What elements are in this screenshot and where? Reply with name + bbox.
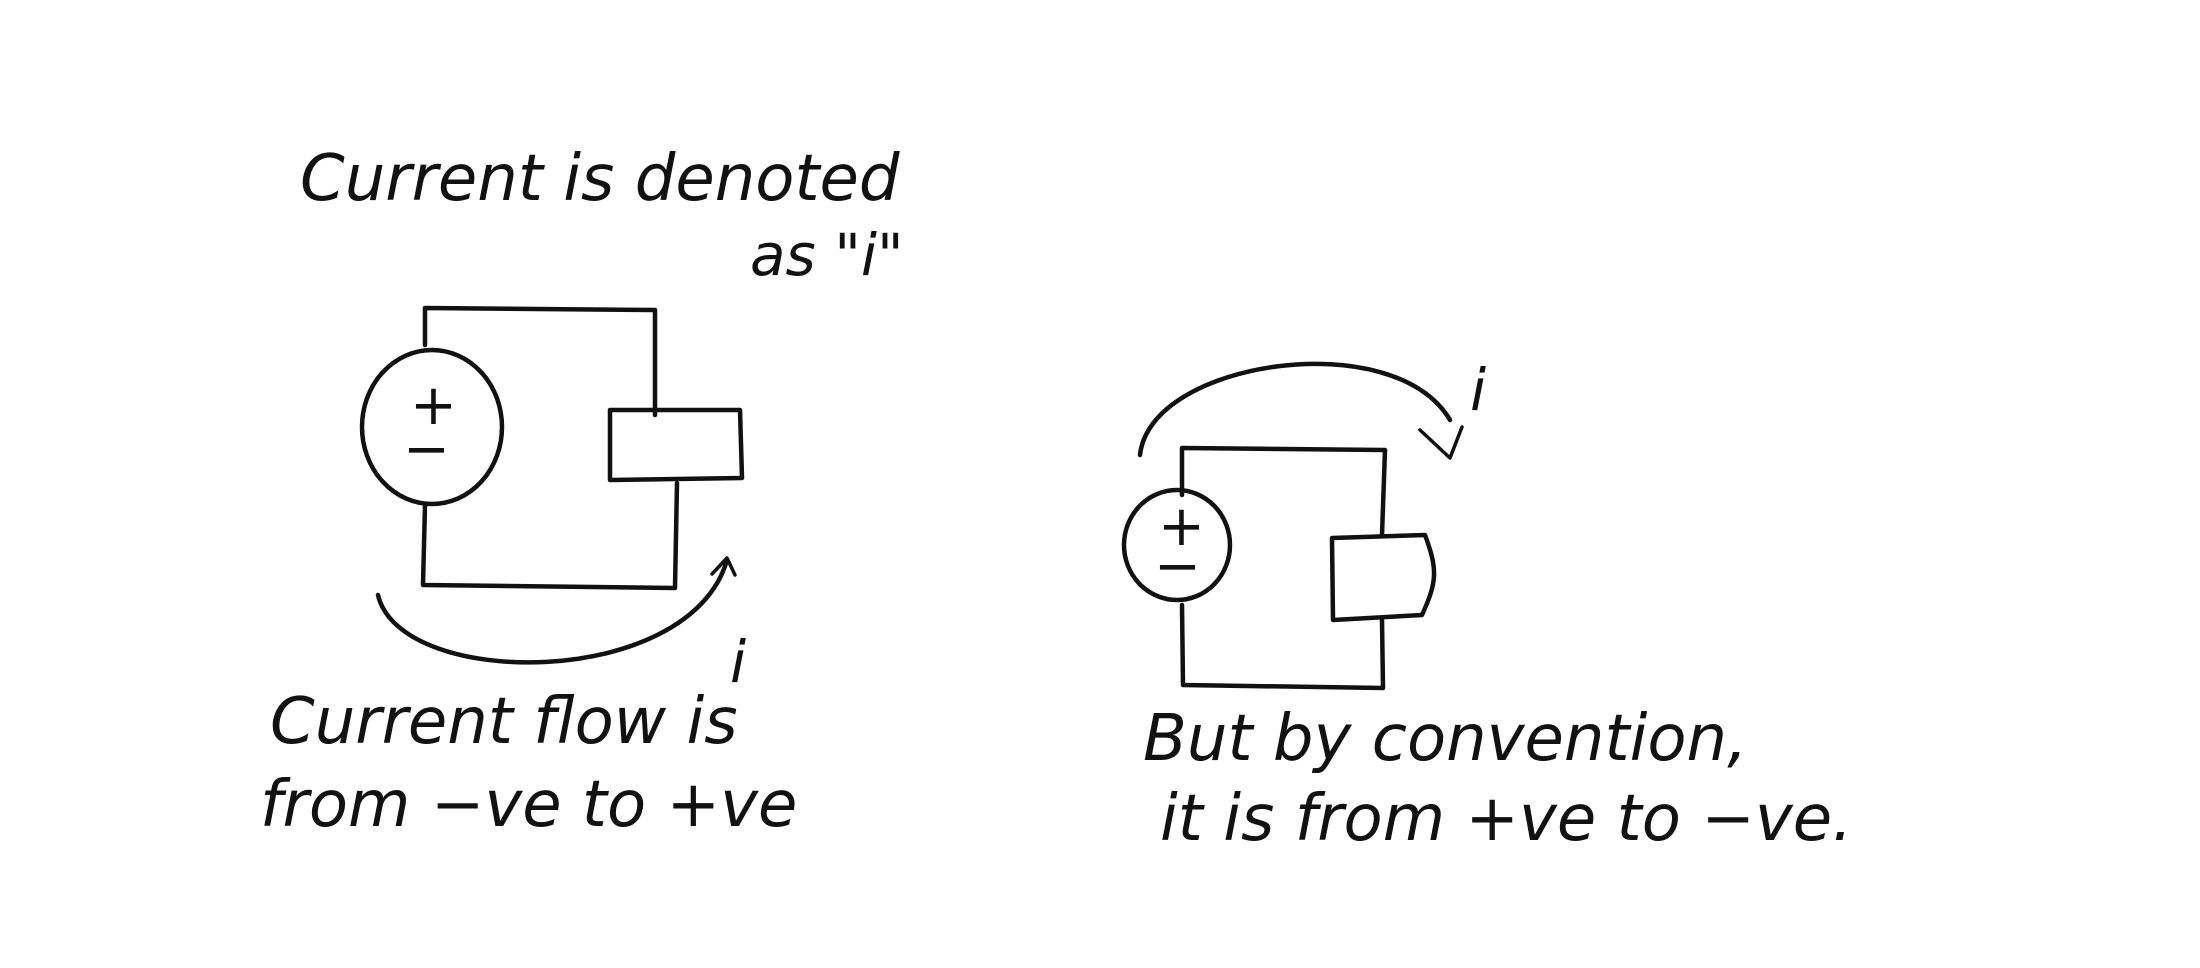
- right-bottom-wire: [1179, 602, 1386, 691]
- right-circuit-panel: i + − But by convention, it is from +ve …: [1121, 356, 1852, 856]
- left-circuit-panel: Current is denoted as "i" + − i Current …: [260, 142, 904, 842]
- right-load-resistor: [1329, 532, 1437, 623]
- left-arrowhead: [710, 556, 737, 577]
- left-title-line1: Current is denoted: [300, 142, 900, 216]
- left-source-plus: +: [410, 373, 457, 438]
- left-load-resistor: [607, 407, 745, 483]
- left-voltage-source: [359, 347, 505, 507]
- right-current-arrow: [1137, 361, 1453, 458]
- left-source-minus: −: [403, 417, 450, 482]
- left-title-line2: as "i": [750, 221, 904, 289]
- right-caption-line2: it is from +ve to −ve.: [1160, 782, 1852, 856]
- left-caption-line1: Current flow is: [270, 685, 738, 759]
- right-top-wire: [1179, 445, 1388, 538]
- left-current-arrow: [375, 557, 730, 665]
- right-arrowhead: [1418, 425, 1464, 460]
- right-source-minus: −: [1154, 534, 1201, 599]
- right-source-plus: +: [1158, 494, 1205, 559]
- left-bottom-wire: [420, 480, 680, 591]
- right-caption-line1: But by convention,: [1143, 702, 1747, 776]
- left-top-wire: [422, 305, 658, 418]
- left-current-symbol: i: [730, 628, 746, 696]
- right-current-symbol: i: [1470, 356, 1486, 424]
- left-caption-line2: from −ve to +ve: [260, 768, 797, 842]
- right-voltage-source: [1121, 487, 1233, 603]
